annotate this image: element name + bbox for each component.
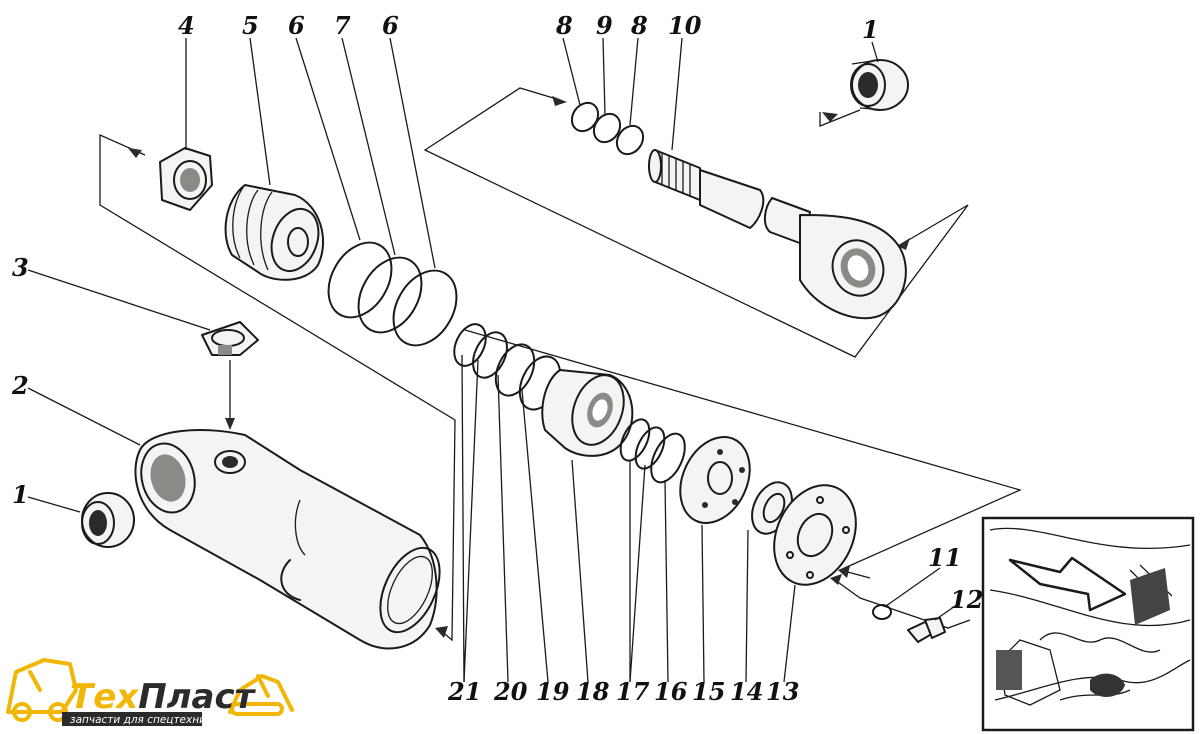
pointer-arrow-icon	[1008, 556, 1127, 612]
brand-name-part2: Пласт	[138, 677, 256, 717]
part-rings-17-16	[619, 418, 686, 484]
part-piston-rod-10	[648, 149, 907, 320]
part-hex-nut-4	[159, 147, 213, 211]
callout-8b: 8	[630, 11, 648, 40]
callout-3: 3	[12, 253, 29, 282]
callout-13: 13	[766, 677, 799, 706]
callout-4: 4	[178, 11, 195, 40]
part-cylinder-body-2	[134, 429, 441, 650]
location-inset	[981, 516, 1195, 732]
brand-name: ТехПласт	[70, 677, 257, 717]
callout-leader-lines	[27, 37, 959, 683]
callout-21: 21	[447, 677, 481, 706]
excavator-mark-icon	[228, 674, 294, 716]
callout-1-top: 1	[862, 15, 879, 44]
brand-logo: ТехПласт запчасти для спецтехники	[6, 658, 294, 726]
callout-6b: 6	[382, 11, 399, 40]
brand-tagline: запчасти для спецтехники	[70, 714, 219, 726]
part-gasket-13	[773, 484, 857, 586]
callout-7: 7	[334, 11, 351, 40]
callout-20: 20	[493, 677, 528, 706]
callout-1-left: 1	[12, 480, 29, 509]
part-bushing-1-left	[81, 492, 135, 548]
callout-14: 14	[730, 677, 763, 706]
callout-5: 5	[242, 11, 259, 40]
brand-tagline-bar	[62, 712, 202, 726]
brand-name-part1: Тех	[70, 677, 139, 717]
callout-numbers: 1 8 9 8 10 4 5 6 7 6 3 2 1 11 12 21 20 1…	[11, 11, 983, 706]
callout-9: 9	[596, 11, 613, 40]
callout-17: 17	[616, 677, 650, 706]
part-bushing-1-top	[850, 59, 909, 111]
callout-10: 10	[668, 11, 702, 40]
callout-15: 15	[692, 677, 725, 706]
part-flange-15	[679, 436, 751, 524]
callout-19: 19	[536, 677, 570, 706]
callout-8a: 8	[555, 11, 573, 40]
part-washer-11	[872, 604, 892, 620]
part-rings-6-7-6	[327, 241, 458, 347]
part-piston-18	[541, 369, 634, 457]
assembly-guide-lines	[99, 87, 1022, 642]
callout-18: 18	[576, 677, 610, 706]
callout-2: 2	[11, 371, 29, 400]
part-plug-3	[201, 321, 259, 356]
callout-6a: 6	[288, 11, 305, 40]
loader-mark-icon	[6, 658, 78, 722]
part-cylinder-head-5	[224, 184, 325, 281]
callout-16: 16	[654, 677, 688, 706]
callout-11: 11	[928, 543, 961, 572]
part-bolt-12	[907, 617, 946, 643]
part-rings-8-9-8	[570, 101, 645, 156]
callout-12: 12	[950, 585, 983, 614]
